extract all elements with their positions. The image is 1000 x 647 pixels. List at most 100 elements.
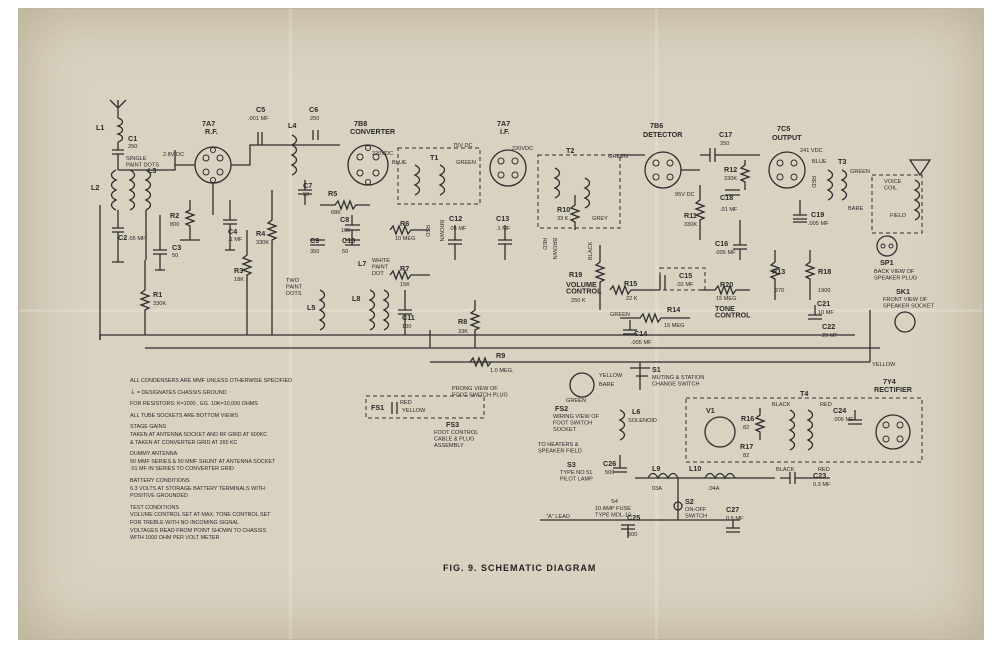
r17-label: R17	[740, 442, 753, 451]
tube-7y4-rectifier	[875, 414, 911, 450]
pin-icon	[880, 243, 886, 249]
r8-resistor	[469, 300, 481, 348]
converter-voltage-label: 220VDC	[372, 151, 393, 157]
tube-7c5-id: 7C5	[777, 124, 790, 133]
r11-value: 330K	[684, 222, 697, 228]
c4-value: .1 MF	[228, 237, 243, 243]
c23-value: 0.3 MF	[813, 482, 831, 488]
c9-label: C9	[310, 236, 319, 245]
r5-label: R5	[328, 189, 337, 198]
r6-label: R6	[400, 219, 409, 228]
c1-value: 250	[128, 144, 137, 150]
c12-label: C12	[449, 214, 462, 223]
note-line: 6.3 VOLTS AT STORAGE BATTERY TERMINALS W…	[130, 485, 265, 492]
c24-label: C24	[833, 406, 846, 415]
c25-label: C25	[627, 513, 640, 522]
l8-label: L8	[352, 294, 360, 303]
r8-label: R8	[458, 317, 467, 326]
power-supply-outline	[685, 397, 923, 463]
r2-resistor	[180, 200, 200, 241]
c5-capacitor	[257, 132, 263, 145]
s4-label: S4	[611, 499, 618, 505]
note-line: VOLUME CONTROL SET AT MAX. TONE CONTROL …	[130, 512, 271, 519]
c17-value: 250	[720, 141, 729, 147]
c14-capacitor	[623, 320, 637, 335]
r18-resistor	[804, 250, 816, 300]
wire-color-brown: BROWN	[438, 220, 444, 241]
note-line: VOLTAGES READ FROM POINT SHOWN TO CHASSI…	[130, 527, 267, 534]
r13-value: 270	[775, 288, 784, 294]
c9-c10-capacitors	[310, 239, 360, 246]
c13-label: C13	[496, 214, 509, 223]
c15-capacitor	[659, 275, 666, 290]
wire-color-green-5: GREEN	[566, 398, 586, 404]
t3-transformer	[826, 169, 848, 201]
wire-color-green-2: GREEN	[608, 154, 628, 160]
c9-value: 350	[310, 249, 319, 255]
note-line: FOR RESISTORS: K=1000 , eg. 10K=10,000 O…	[130, 401, 258, 408]
r9-value: 1.0 MEG.	[490, 368, 514, 374]
r15-value: 22 K	[626, 296, 638, 302]
l3-label: L3	[148, 166, 156, 175]
ground-bus	[99, 205, 880, 349]
r8-value: 33K	[458, 329, 468, 335]
paper-fold	[289, 9, 292, 639]
r20-value: 15 MEG	[716, 296, 737, 302]
tube-7a7-if-role: I.F.	[500, 127, 510, 136]
wire-color-yellow: YELLOW	[872, 362, 896, 368]
foot-switch-socket-icon	[569, 372, 595, 398]
c15-label: C15	[679, 271, 692, 280]
c23-label: C23	[813, 471, 826, 480]
r15-resistor	[609, 284, 660, 296]
if-voltage-label-2: 220VDC	[512, 146, 533, 152]
wire	[175, 144, 340, 215]
tube-7b6-role: DETECTOR	[643, 130, 683, 139]
wire-color-blue: BLUE	[392, 160, 407, 166]
r14-label: R14	[667, 305, 680, 314]
r12-value: 330K	[724, 176, 737, 182]
wire-color-yellow-2: YELLOW	[599, 373, 623, 379]
wire-color-black: BLACK	[588, 241, 594, 260]
pin-icon	[896, 435, 904, 443]
l10-label: L10	[689, 464, 701, 473]
r12-label: R12	[724, 165, 737, 174]
c6-value: 250	[310, 116, 319, 122]
t1-transformer	[413, 164, 446, 196]
tube-7c5-output	[768, 151, 806, 189]
t4-label: T4	[800, 389, 808, 398]
wire-color-bare: BARE	[848, 206, 864, 212]
wire-color-grey: GREY	[592, 216, 608, 222]
r4-value: 330K	[256, 240, 269, 246]
t4-transformer	[788, 409, 814, 451]
pin-icon	[896, 421, 904, 429]
tube-7a7-rf	[194, 146, 232, 184]
r12-resistor	[739, 160, 751, 190]
v1-label: V1	[706, 406, 715, 415]
c24-capacitor	[848, 410, 862, 425]
fs1-label: FS1	[371, 403, 384, 412]
c18-label: C18	[720, 193, 733, 202]
r1-resistor	[139, 260, 151, 335]
c16-label: C16	[715, 239, 728, 248]
speaker-cone-icon	[908, 159, 932, 177]
r10-resistor	[569, 195, 581, 230]
output-voltage-label: 241 VDC	[800, 148, 823, 154]
note-line: FOR TREBLE WITH NO INCOMING SIGNAL	[130, 519, 239, 526]
note-line: WITH 1000 OHM PER VOLT METER	[130, 535, 220, 542]
wire-color-yellow-3: YELLOW	[402, 408, 426, 414]
c25-capacitor	[621, 524, 635, 538]
l6-solenoid	[618, 409, 626, 441]
r7-value: 15K	[400, 282, 410, 288]
l2-label: L2	[91, 183, 99, 192]
paper-fold	[655, 9, 658, 639]
note-line: TAKEN AT ANTENNA SOCKET AND RF GRID AT 6…	[130, 431, 268, 438]
l4-label: L4	[288, 121, 296, 130]
s1-label: S1	[652, 365, 661, 374]
c14-label: C14	[634, 329, 647, 338]
